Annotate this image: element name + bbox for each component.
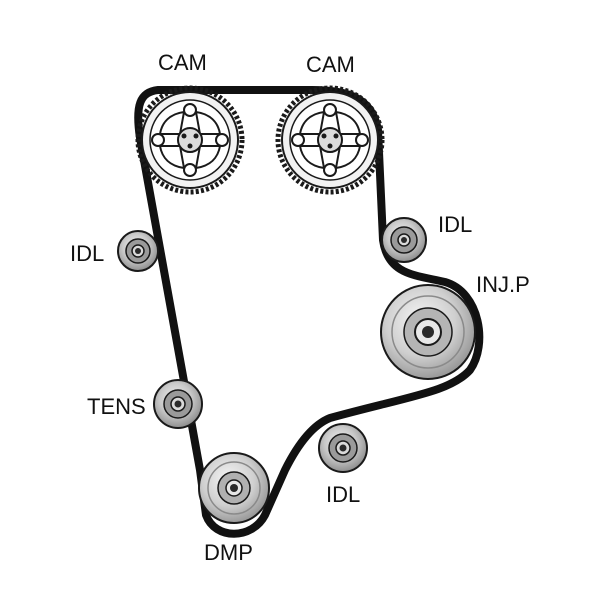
label-idl-bottom: IDL [326, 482, 360, 507]
label-dmp: DMP [204, 540, 253, 565]
label-idl-left: IDL [70, 241, 104, 266]
label-inj-pump: INJ.P [476, 272, 530, 297]
label-cam-left: CAM [158, 50, 207, 75]
idler-pulley-bottom [318, 423, 368, 473]
damper-pulley [198, 452, 270, 524]
cam-sprocket-right [275, 85, 385, 195]
injection-pump-pulley [380, 284, 476, 380]
idler-pulley-left [117, 230, 159, 272]
idler-pulley-right [381, 217, 427, 263]
cam-sprocket-left [135, 85, 245, 195]
label-cam-right: CAM [306, 52, 355, 77]
label-tens: TENS [87, 394, 146, 419]
tensioner-pulley [153, 379, 203, 429]
label-idl-right: IDL [438, 212, 472, 237]
